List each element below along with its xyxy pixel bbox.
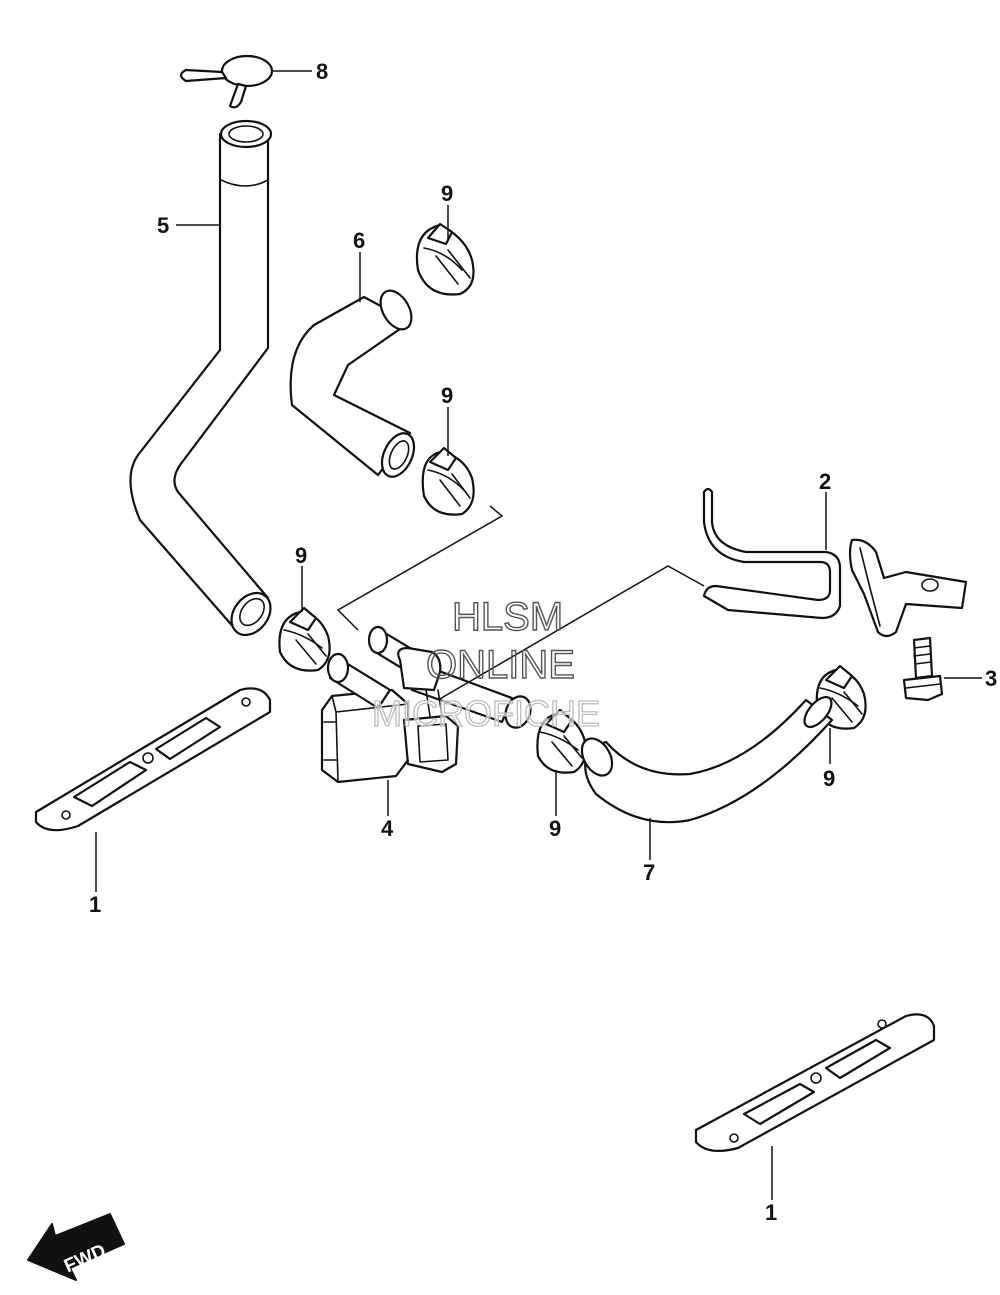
callout-9-top: 9 — [441, 181, 453, 206]
watermark-line-2: ONLINE — [426, 643, 575, 687]
callout-9-mid: 9 — [441, 383, 453, 408]
part-5-hose[interactable] — [129, 119, 278, 643]
part-9-clamp-lower[interactable] — [536, 708, 587, 774]
callout-6: 6 — [353, 228, 365, 253]
callout-9-right: 9 — [823, 766, 835, 791]
fwd-arrow-icon: FWD — [27, 1213, 125, 1281]
part-4-valve[interactable] — [320, 625, 535, 784]
part-3-bolt[interactable] — [902, 636, 944, 702]
callout-1-right: 1 — [765, 1200, 777, 1225]
part-7-hose[interactable] — [576, 692, 837, 824]
callout-3: 3 — [985, 666, 997, 691]
part-9-clamp-top[interactable] — [415, 222, 475, 296]
part-8-clip[interactable] — [179, 54, 274, 109]
callout-9-left: 9 — [295, 543, 307, 568]
part-9-clamp-mid[interactable] — [421, 446, 475, 516]
part-1-pad-left[interactable] — [34, 687, 272, 832]
callout-2: 2 — [819, 469, 831, 494]
callout-labels: 8 5 6 9 9 9 2 3 4 9 9 7 1 1 — [89, 59, 997, 1225]
part-1-pad-right[interactable] — [694, 1013, 936, 1153]
leader-lines — [95, 70, 982, 1200]
part-9-clamp-right[interactable] — [815, 664, 867, 730]
callout-7: 7 — [643, 860, 655, 885]
callout-1-left: 1 — [89, 892, 101, 917]
callout-5: 5 — [157, 213, 169, 238]
watermark-line-1: HLSM — [452, 595, 563, 639]
watermark-line-3: MICROFICHE — [372, 693, 600, 734]
part-9-clamp-left[interactable] — [278, 606, 331, 672]
callout-8: 8 — [316, 59, 328, 84]
callout-9-lower: 9 — [549, 816, 561, 841]
callout-4: 4 — [381, 816, 394, 841]
part-2-pipe-bracket[interactable] — [702, 487, 968, 638]
watermark: HLSM ONLINE MICROFICHE — [371, 594, 600, 734]
part-6-hose[interactable] — [289, 285, 421, 481]
